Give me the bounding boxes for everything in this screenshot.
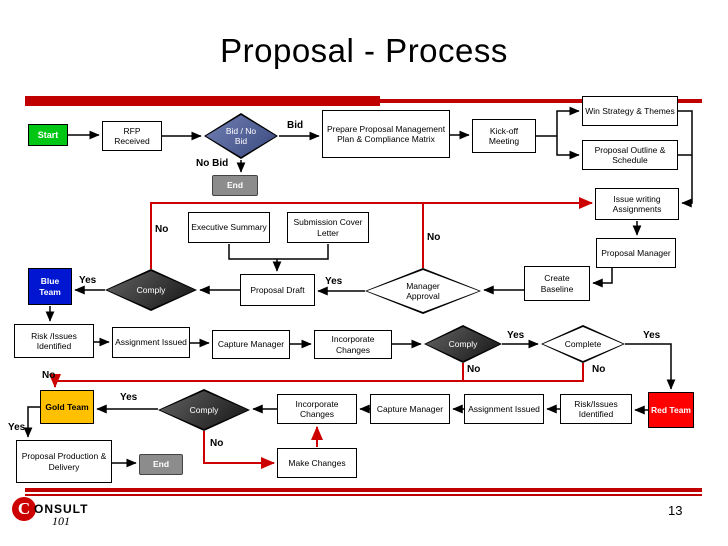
node-submission-cover-letter: Submission Cover Letter [287, 212, 369, 243]
edge-label-yes-gold: Yes [8, 422, 26, 433]
node-make-changes: Make Changes [277, 448, 357, 478]
edge-label-no-comply1: No [155, 224, 169, 235]
edge-label-yes-comply1: Yes [79, 275, 97, 286]
edge-label-yes-comply2: Yes [507, 330, 525, 341]
edge-label-no-approval: No [427, 232, 441, 243]
node-incorporate-changes-2: Incorporate Changes [277, 394, 357, 424]
node-executive-summary: Executive Summary [188, 212, 270, 243]
node-start: Start [28, 124, 68, 146]
node-incorporate-changes-1: Incorporate Changes [314, 330, 392, 359]
footer-rule-thick [25, 488, 702, 492]
decision-complete: Complete [541, 325, 625, 363]
consult101-logo-mark-icon: C [12, 497, 36, 521]
edge-label-no-bid: No Bid [196, 158, 229, 169]
decision-comply-1: Comply [105, 269, 197, 311]
node-risk-issues-2: Risk/Issues Identified [560, 394, 632, 424]
edge-label-no-comply2: No [467, 364, 481, 375]
decision-comply-2: Comply [424, 325, 502, 363]
edge-label-no-comply3: No [210, 438, 224, 449]
node-production-delivery: Proposal Production & Delivery [16, 440, 112, 483]
edge-label-yes-approval: Yes [325, 276, 343, 287]
consult101-logo-101: 101 [52, 514, 70, 528]
decision-manager-approval: Manager Approval [365, 268, 481, 314]
node-prepare-plan: Prepare Proposal Management Plan & Compl… [322, 110, 450, 158]
node-create-baseline: Create Baseline [524, 266, 590, 301]
node-rfp-received: RFP Received [102, 121, 162, 151]
node-end-final: End [139, 454, 183, 475]
node-win-strategy: Win Strategy & Themes [582, 96, 678, 126]
footer-rule-thin [25, 494, 702, 496]
node-proposal-manager: Proposal Manager [596, 238, 676, 268]
node-proposal-draft: Proposal Draft [240, 274, 315, 306]
node-end-nobid: End [212, 175, 258, 196]
edge-label-yes-complete: Yes [643, 330, 661, 341]
edge-label-yes-comply3: Yes [120, 392, 138, 403]
node-gold-team: Gold Team [40, 390, 94, 424]
node-capture-manager-1: Capture Manager [212, 330, 290, 359]
node-red-team: Red Team [648, 392, 694, 428]
decision-bid-no-bid: Bid / No Bid [204, 113, 278, 159]
consult101-logo-text: ONSULT [34, 502, 89, 516]
page-number: 13 [668, 503, 683, 518]
node-kickoff-meeting: Kick-off Meeting [472, 119, 536, 153]
edge-label-no-complete: No [592, 364, 606, 375]
node-risk-issues-1: Risk /Issues Identified [14, 324, 94, 358]
edge-label-no-feedback: No [42, 370, 56, 381]
title-accent-bar-thin [25, 99, 702, 103]
edge-label-bid: Bid [287, 120, 304, 131]
node-assignment-issued-1: Assignment Issued [112, 327, 190, 358]
node-blue-team: Blue Team [28, 268, 72, 305]
node-proposal-outline: Proposal Outline & Schedule [582, 140, 678, 170]
consult101-logo: C ONSULT 101 [12, 497, 122, 529]
node-assignment-issued-2: Assignment Issued [464, 394, 544, 424]
decision-comply-3: Comply [158, 389, 250, 431]
node-issue-writing-assignments: Issue writing Assignments [595, 188, 679, 220]
node-capture-manager-2: Capture Manager [370, 394, 450, 424]
slide-title: Proposal - Process [220, 32, 508, 69]
